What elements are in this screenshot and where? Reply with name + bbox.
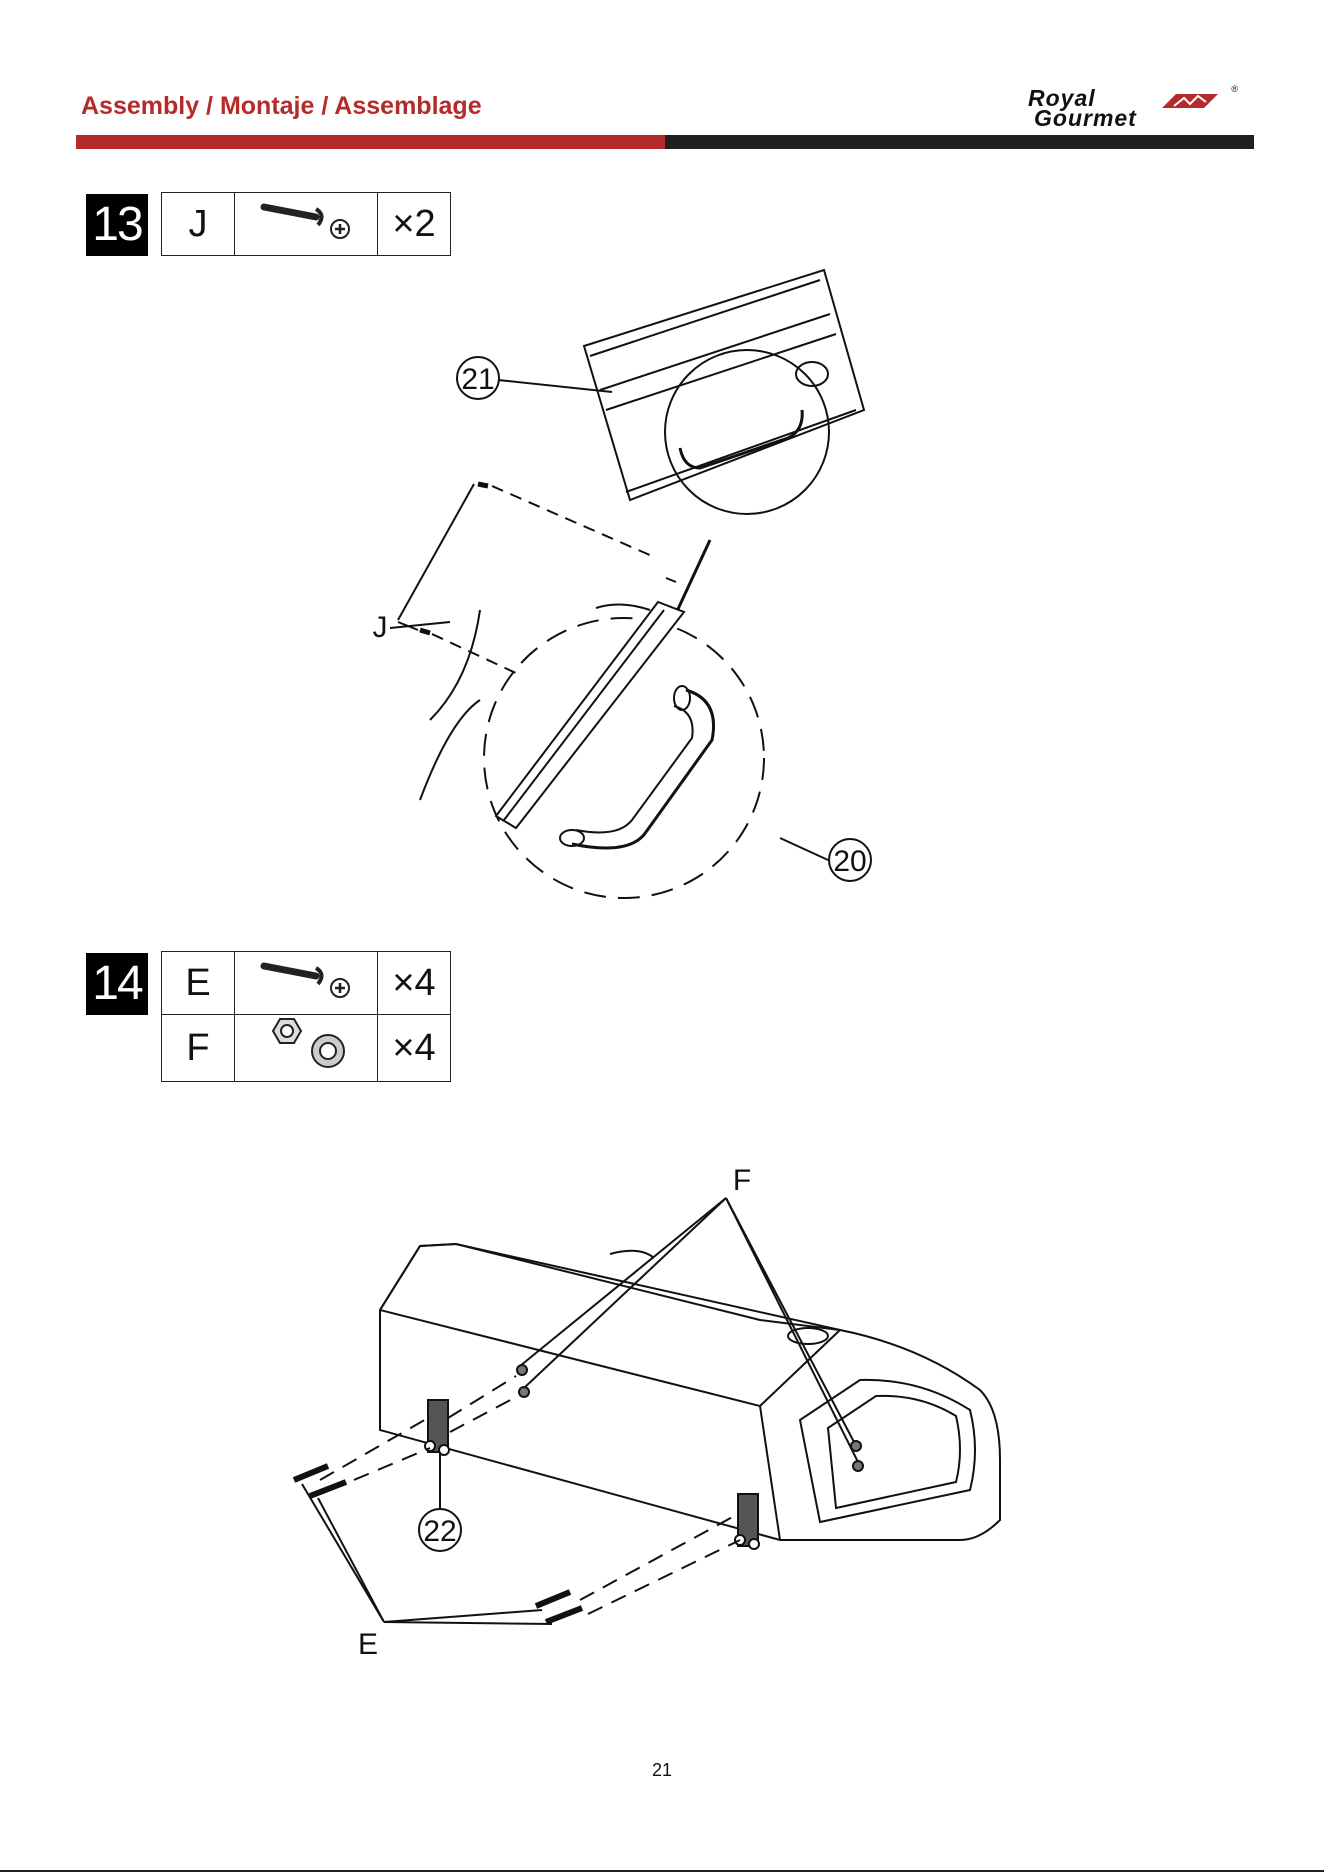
callout-22: 22 bbox=[423, 1515, 456, 1548]
callout-f: F bbox=[733, 1164, 751, 1197]
part-letter: F bbox=[162, 1015, 235, 1082]
flame-mark-icon bbox=[1160, 92, 1220, 110]
parts-table-step-14: E ×4 F ×4 bbox=[161, 951, 451, 1082]
parts-table-step-13: J ×2 bbox=[161, 192, 451, 256]
page-title: Assembly / Montaje / Assemblage bbox=[81, 92, 482, 121]
page-number: 21 bbox=[0, 1760, 1324, 1781]
header-rule-red bbox=[76, 135, 665, 149]
step-number-13: 13 bbox=[86, 194, 148, 256]
part-quantity: ×4 bbox=[378, 952, 451, 1015]
callout-j: J bbox=[373, 611, 388, 644]
grill-hood bbox=[380, 1244, 1000, 1540]
parts-row-f: F ×4 bbox=[162, 1015, 451, 1082]
bolt-with-phillips-head-icon bbox=[246, 952, 366, 1004]
step-14-illustration: F E 22 bbox=[280, 1160, 1040, 1670]
flange-nut-and-washer-icon bbox=[246, 1015, 366, 1071]
callout-21: 21 bbox=[461, 363, 494, 396]
registered-mark: ® bbox=[1231, 84, 1238, 94]
part-letter: E bbox=[162, 952, 235, 1015]
part-icon-cell bbox=[235, 193, 378, 256]
brand-logo: Royal Gourmet ® bbox=[1028, 88, 1238, 134]
part-quantity: ×2 bbox=[378, 193, 451, 256]
parts-row-j: J ×2 bbox=[162, 193, 451, 256]
logo-word-gourmet: Gourmet bbox=[1028, 108, 1238, 128]
part-quantity: ×4 bbox=[378, 1015, 451, 1082]
nut-f-group bbox=[517, 1365, 863, 1471]
bolt-with-phillips-head-icon bbox=[246, 193, 366, 245]
step-13-illustration: 21 20 J bbox=[300, 260, 860, 900]
part-icon-cell bbox=[235, 1015, 378, 1082]
bracket-left bbox=[425, 1400, 449, 1455]
part-letter: J bbox=[162, 193, 235, 256]
part-icon-cell bbox=[235, 952, 378, 1015]
screw-j-bottom bbox=[420, 630, 430, 633]
callout-20: 20 bbox=[833, 845, 866, 878]
screw-j-top bbox=[478, 484, 488, 486]
parts-row-e: E ×4 bbox=[162, 952, 451, 1015]
callout-e: E bbox=[358, 1628, 378, 1661]
step-number-14: 14 bbox=[86, 953, 148, 1015]
header-rule-black bbox=[665, 135, 1254, 149]
